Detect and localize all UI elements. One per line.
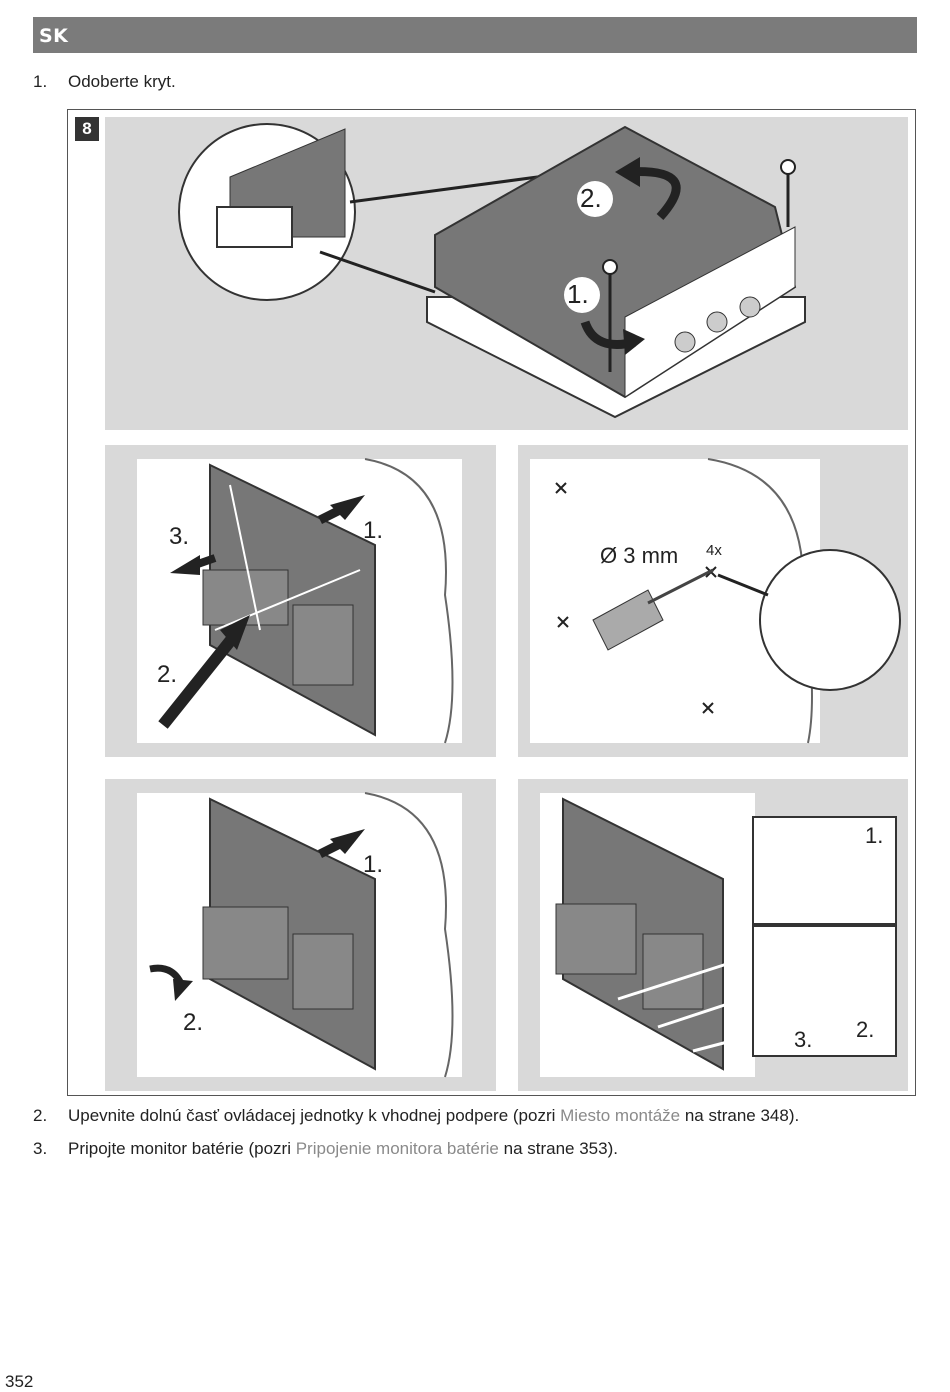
detail-box-bottom	[752, 925, 897, 1057]
page-number: 352	[5, 1372, 34, 1391]
link-mounting-location[interactable]: Miesto montáže	[560, 1106, 681, 1125]
step-number: 2.	[33, 1106, 48, 1125]
step-text: Pripojte monitor batérie (pozri Pripojen…	[68, 1139, 618, 1158]
step-text: Upevnite dolnú časť ovládacej jednotky k…	[68, 1106, 800, 1125]
detail-box-top	[752, 816, 897, 925]
figure-frame	[67, 109, 916, 1096]
hole-count-label: 4x	[706, 542, 722, 559]
link-battery-monitor[interactable]: Pripojenie monitora batérie	[295, 1139, 499, 1158]
step-label-2: 2.	[157, 661, 178, 688]
step-number: 1.	[33, 72, 48, 91]
step-label-3: 3.	[794, 1027, 813, 1052]
panel-open-lid: 1. 2. 3.	[105, 445, 496, 757]
step-number: 3.	[33, 1139, 48, 1158]
step-label-1: 1.	[567, 279, 589, 309]
panel-drill-holes: Ø 3 mm 4x	[518, 445, 908, 757]
language-code: SK	[39, 25, 69, 47]
figure-number: 8	[75, 117, 99, 141]
step-label-1: 1.	[865, 823, 884, 848]
panel-fix-base: 1. 2.	[105, 779, 496, 1091]
step-label-1: 1.	[363, 851, 384, 878]
step-label-2: 2.	[183, 1009, 204, 1036]
panel-connect-wires: 1. 2. 3.	[518, 779, 908, 1091]
step-label-2: 2.	[856, 1017, 875, 1042]
step-label-2: 2.	[580, 183, 602, 213]
step-text: Odoberte kryt.	[68, 72, 176, 91]
language-header-bar: SK	[33, 17, 917, 53]
drill-diameter-label: Ø 3 mm	[600, 543, 679, 568]
panel-remove-cover: 2. 1.	[105, 117, 908, 430]
step-label-1: 1.	[363, 517, 384, 544]
step-label-3: 3.	[169, 523, 190, 550]
